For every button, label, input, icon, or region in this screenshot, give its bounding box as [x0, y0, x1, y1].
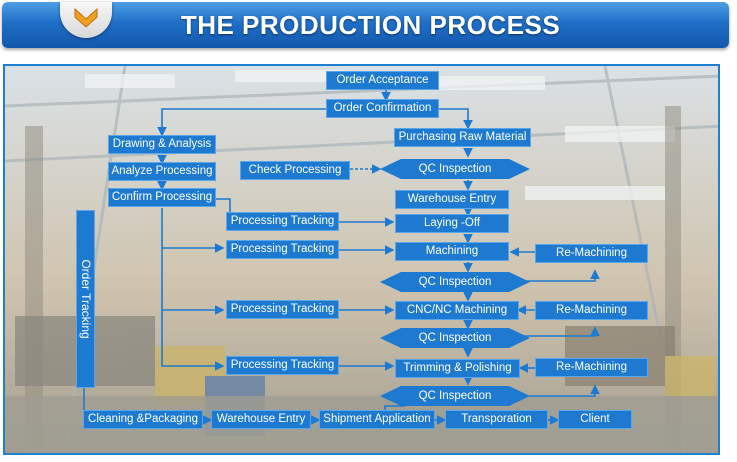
step-re-machining-3: Re-Machining: [535, 358, 648, 377]
step-machining: Machining: [395, 242, 509, 261]
step-client: Client: [558, 410, 632, 429]
step-order-tracking: Order Tracking: [76, 210, 95, 388]
step-processing-tracking-3: Processing Tracking: [226, 300, 339, 319]
step-processing-tracking-4: Processing Tracking: [226, 356, 339, 375]
step-check-processing: Check Processing: [240, 161, 350, 180]
step-re-machining-1: Re-Machining: [535, 244, 648, 263]
step-qc-inspection-3: QC Inspection: [380, 328, 530, 348]
step-processing-tracking-2: Processing Tracking: [226, 240, 339, 259]
step-cleaning-packaging: Cleaning &Packaging: [83, 410, 203, 429]
step-qc-inspection-4: QC Inspection: [380, 386, 530, 406]
step-drawing-analysis: Drawing & Analysis: [108, 135, 216, 154]
step-warehouse-entry-1: Warehouse Entry: [395, 190, 509, 209]
step-re-machining-2: Re-Machining: [535, 301, 648, 320]
chevron-down-icon: [74, 7, 98, 28]
page-title: THE PRODUCTION PROCESS: [180, 10, 561, 40]
step-processing-tracking-1: Processing Tracking: [226, 212, 339, 231]
step-order-acceptance: Order Acceptance: [326, 71, 439, 90]
step-confirm-processing: Confirm Processing: [108, 188, 216, 207]
step-order-confirmation: Order Confirmation: [326, 99, 439, 118]
step-purchasing-raw-material: Purchasing Raw Material: [394, 128, 531, 147]
step-qc-inspection-2: QC Inspection: [380, 272, 530, 292]
step-transporation: Transporation: [445, 410, 548, 429]
step-shipment-application: Shipment Application: [319, 410, 435, 429]
step-analyze-processing: Analyze Processing: [108, 162, 216, 181]
step-trimming-polishing: Trimming & Polishing: [395, 359, 520, 378]
step-cnc-machining: CNC/NC Machining: [395, 301, 519, 320]
process-diagram: Order Acceptance Order Confirmation Draw…: [3, 64, 720, 455]
order-tracking-label: Order Tracking: [78, 259, 93, 339]
header-badge: [60, 2, 112, 38]
page-header: THE PRODUCTION PROCESS: [2, 2, 729, 48]
step-qc-inspection-1: QC Inspection: [380, 159, 530, 179]
step-laying-off: Laying -Off: [395, 214, 509, 233]
step-warehouse-entry-2: Warehouse Entry: [211, 410, 311, 429]
